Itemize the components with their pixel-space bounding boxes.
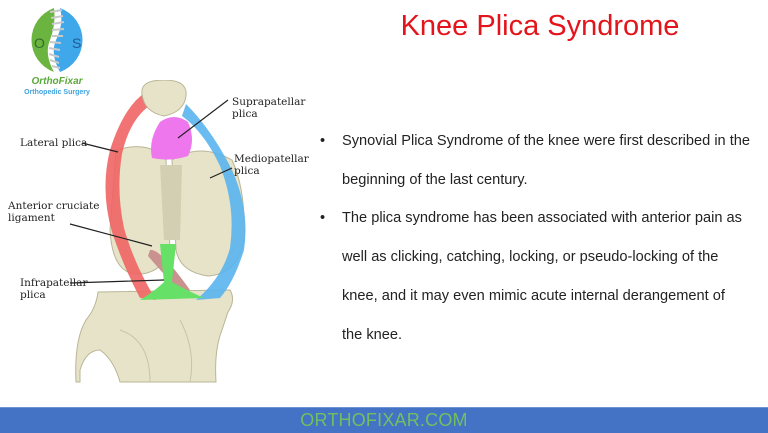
page-title: Knee Plica Syndrome xyxy=(400,10,680,42)
bullet-list: • Synovial Plica Syndrome of the knee we… xyxy=(318,122,758,355)
bullet-icon: • xyxy=(320,133,326,149)
footer-website-link[interactable]: ORTHOFIXAR.COM xyxy=(300,410,468,430)
bullet-icon: • xyxy=(320,210,326,226)
label-lateral-plica: Lateral plica xyxy=(20,137,88,149)
logo-brand-name: OrthoFixar xyxy=(31,76,83,87)
orthofixar-logo: O S OrthoFixar Orthopedic Surgery xyxy=(14,4,100,100)
svg-text:S: S xyxy=(72,35,81,51)
spine-logo-icon: O S xyxy=(31,8,83,72)
bullet-item: • The plica syndrome has been associated… xyxy=(318,199,758,355)
logo-tagline: Orthopedic Surgery xyxy=(24,89,90,96)
svg-text:O: O xyxy=(34,35,45,51)
bullet-item: • Synovial Plica Syndrome of the knee we… xyxy=(318,122,758,200)
footer-bar: ORTHOFIXAR.COM xyxy=(0,407,768,433)
knee-anatomy-illustration xyxy=(69,79,246,383)
